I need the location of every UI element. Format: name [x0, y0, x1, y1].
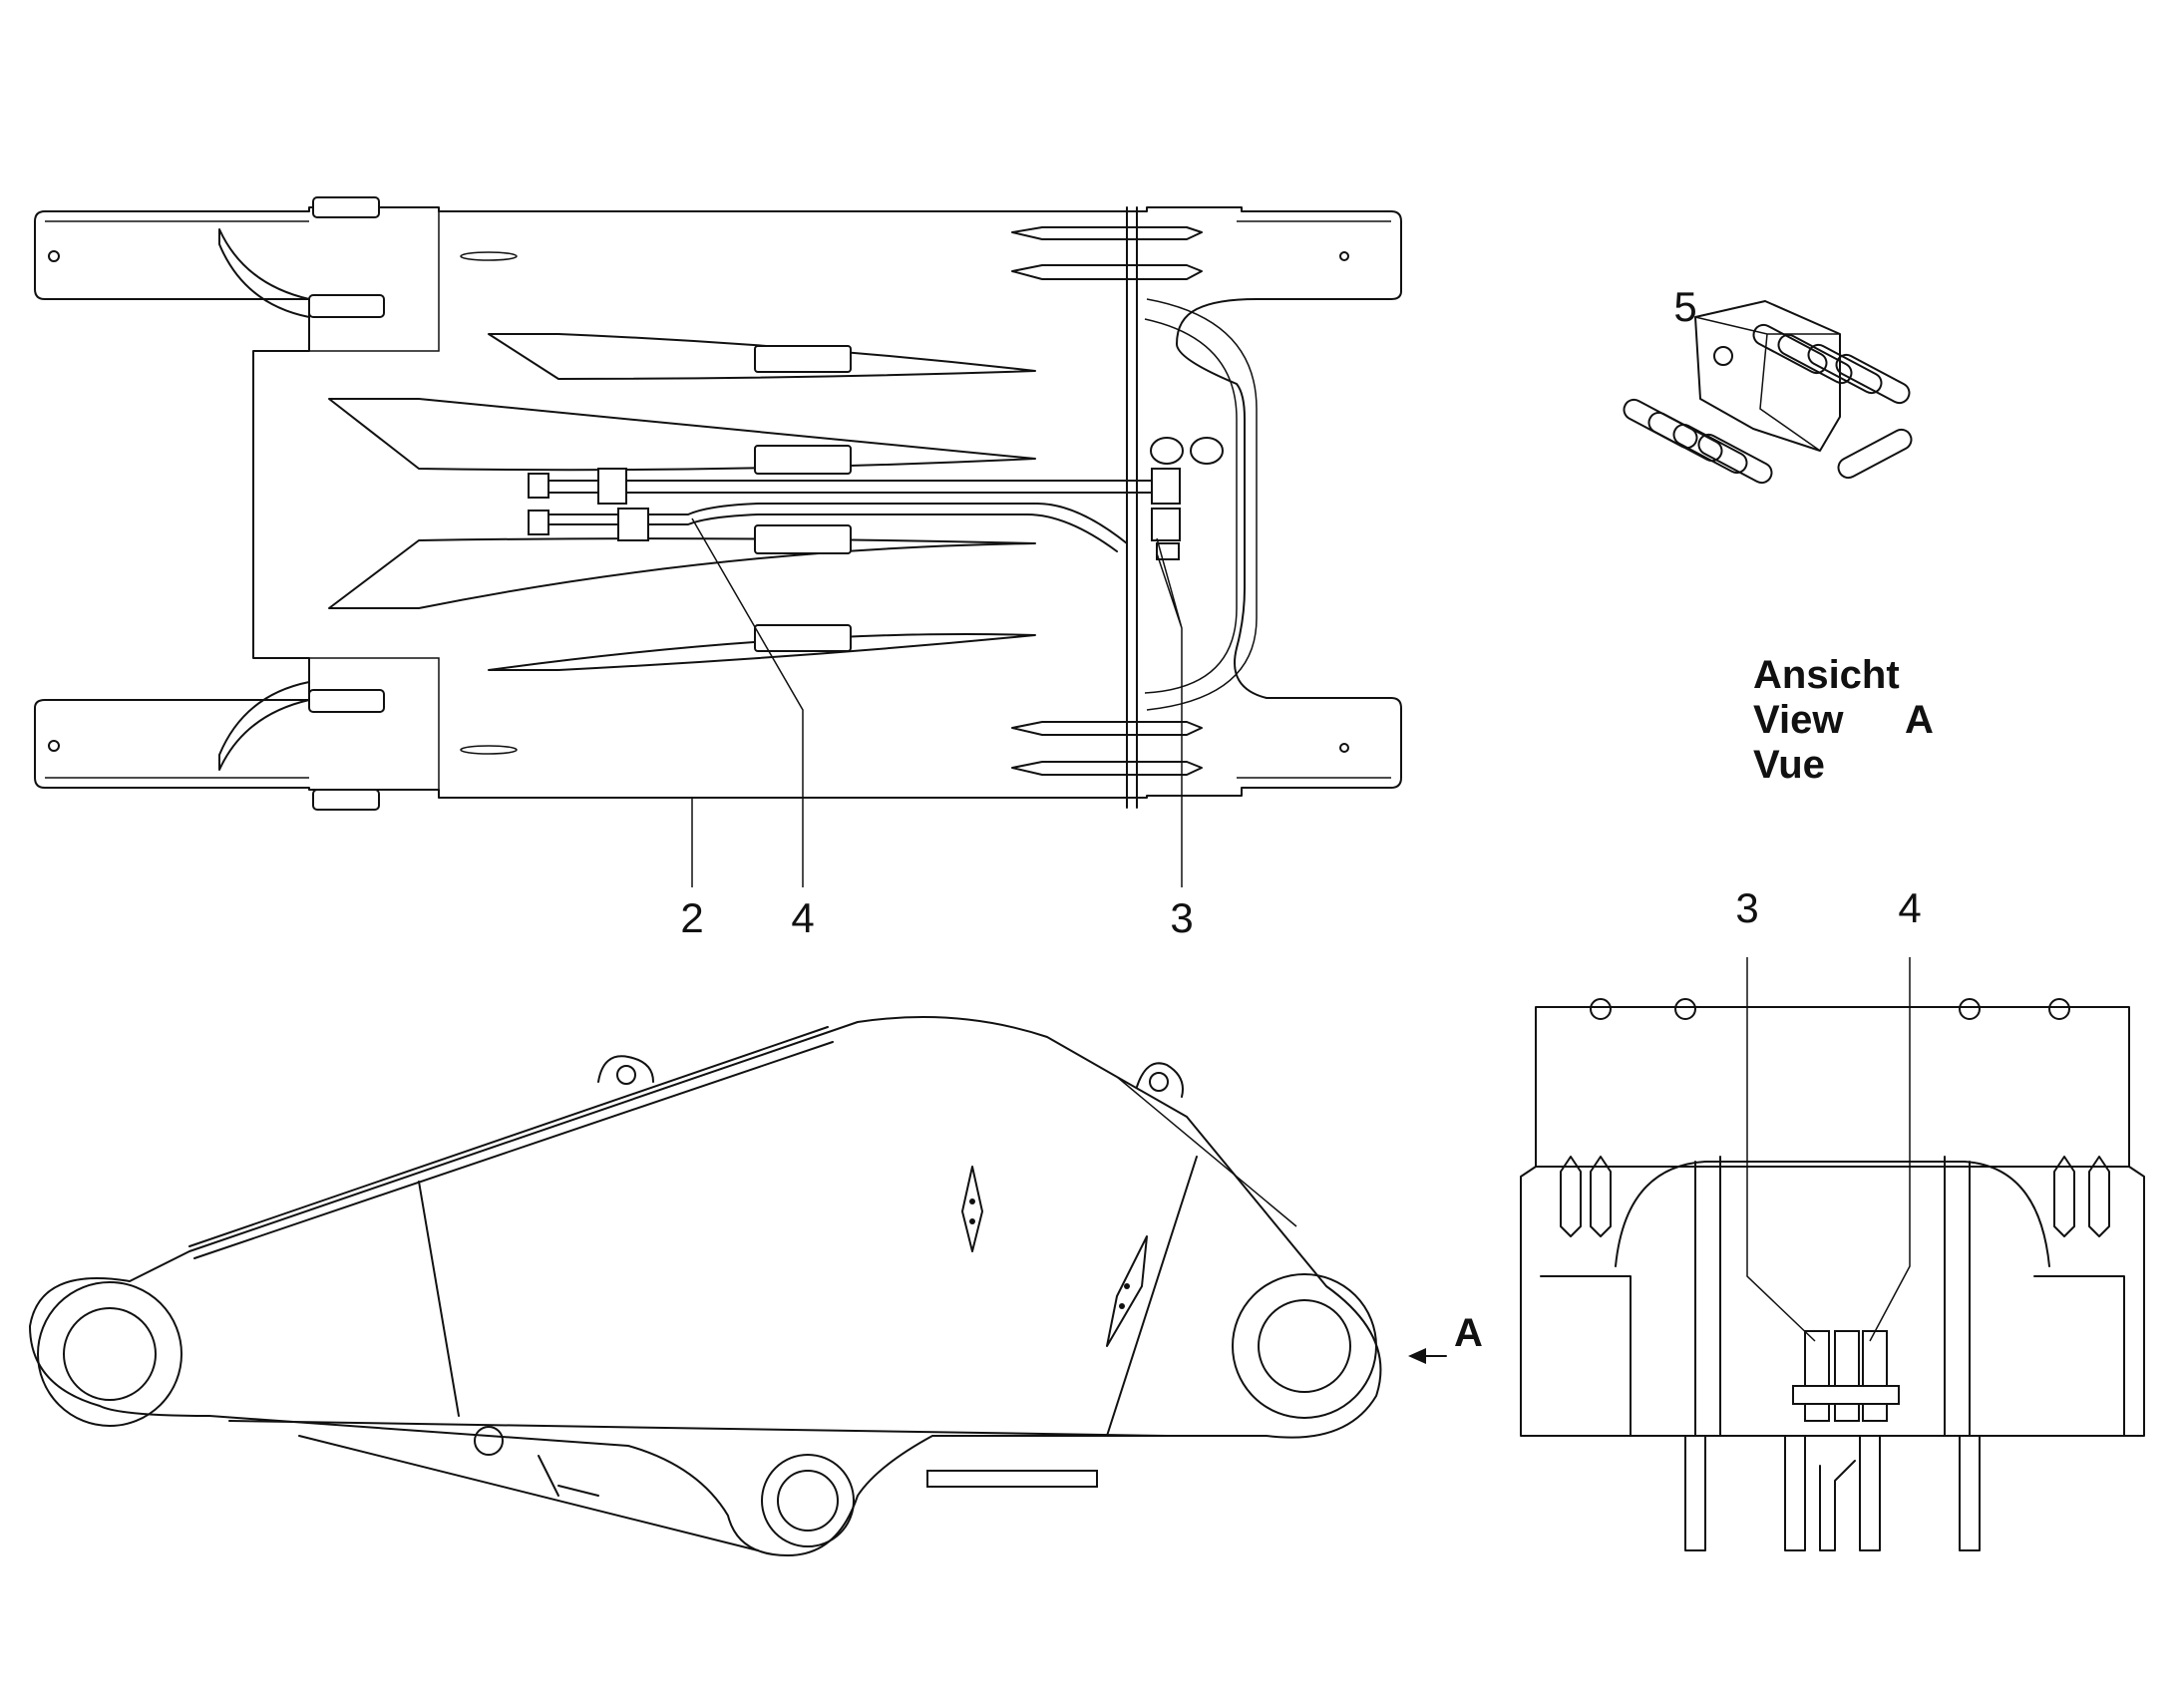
callout-4-top: 4	[791, 894, 814, 941]
view-a-end-view	[1520, 957, 2145, 1551]
view-label-letter: A	[1905, 698, 1934, 742]
callout-3-view: 3	[1735, 884, 1758, 931]
callout-2: 2	[680, 894, 703, 941]
boom-side-view	[29, 1016, 1447, 1556]
callout-4-view: 4	[1898, 884, 1921, 931]
boom-top-view	[34, 196, 1402, 887]
callout-3-top: 3	[1170, 894, 1193, 941]
view-label-line3: Vue	[1753, 743, 1825, 787]
view-label-line1: Ansicht	[1753, 653, 1900, 697]
valve-block-illustration	[1623, 300, 1913, 485]
callout-5: 5	[1673, 283, 1696, 330]
view-label-line2: View	[1753, 698, 1844, 742]
view-arrow-letter: A	[1454, 1311, 1483, 1355]
